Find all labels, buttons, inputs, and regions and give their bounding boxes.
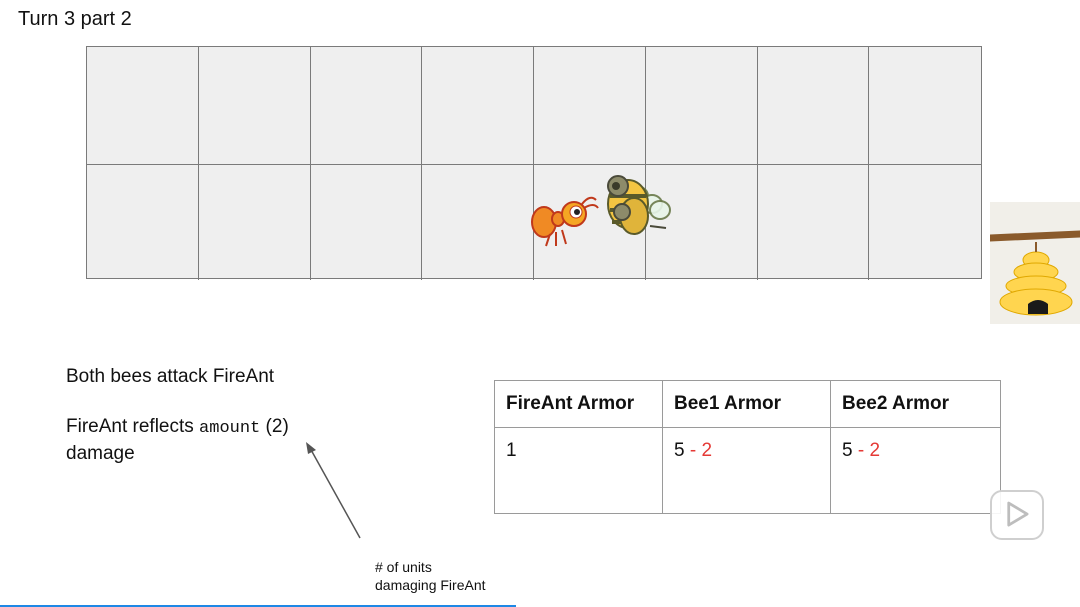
header-bee2-armor: Bee2 Armor	[830, 380, 1001, 428]
notes-line-damage: damage	[66, 443, 135, 464]
cell-bee1-armor: 5 - 2	[662, 427, 831, 514]
cell-fireant-armor: 1	[494, 427, 663, 514]
annotation-line-2: damaging FireAnt	[375, 577, 486, 593]
annotation-arrow	[306, 442, 361, 539]
board-cell	[310, 47, 423, 165]
board-cell	[534, 47, 646, 165]
header-bee1-armor: Bee1 Armor	[662, 380, 831, 428]
board-cell	[311, 165, 423, 280]
bee2-base: 5	[842, 440, 853, 461]
bee2-delta: - 2	[852, 440, 881, 461]
cell-bee2-armor: 5 - 2	[830, 427, 1001, 514]
arrow-annotation: # of units damaging FireAnt	[375, 558, 486, 594]
board-cell	[869, 165, 981, 280]
header-fireant-armor: FireAnt Armor	[494, 380, 663, 428]
slide-notes: Both bees attack FireAnt FireAnt reflect…	[66, 364, 289, 466]
unit-sprites	[531, 175, 671, 247]
bee-icon	[607, 175, 671, 235]
reflect-amount: (2)	[260, 416, 289, 437]
amount-code: amount	[199, 419, 261, 438]
bee1-delta: - 2	[684, 440, 713, 461]
board-cell	[758, 165, 870, 280]
notes-line-reflect: FireAnt reflects amount (2)	[66, 414, 289, 441]
board-cell	[646, 165, 758, 280]
board-cell	[422, 47, 534, 165]
notes-line-attack: Both bees attack FireAnt	[66, 366, 275, 387]
play-icon	[1007, 501, 1029, 527]
slide-title: Turn 3 part 2	[18, 8, 132, 30]
table-row: 1 5 - 2 5 - 2	[494, 427, 1001, 514]
armor-table: FireAnt Armor Bee1 Armor Bee2 Armor 1 5 …	[494, 380, 1001, 514]
board-cell	[757, 47, 870, 165]
beehive-icon	[990, 202, 1080, 324]
board-cell	[645, 47, 758, 165]
progress-bar	[0, 605, 516, 607]
board-cell	[199, 165, 311, 280]
board-cell	[869, 47, 981, 165]
table-header-row: FireAnt Armor Bee1 Armor Bee2 Armor	[494, 380, 1001, 428]
fire-ant-icon	[531, 196, 599, 247]
board-cell	[87, 165, 199, 280]
bee1-base: 5	[674, 440, 685, 461]
board-cell	[198, 47, 311, 165]
play-button[interactable]	[990, 490, 1044, 540]
game-board	[86, 46, 982, 280]
reflect-text: FireAnt reflects	[66, 416, 200, 437]
board-cell	[422, 165, 534, 280]
board-cell	[87, 47, 199, 165]
annotation-line-1: # of units	[375, 559, 432, 575]
